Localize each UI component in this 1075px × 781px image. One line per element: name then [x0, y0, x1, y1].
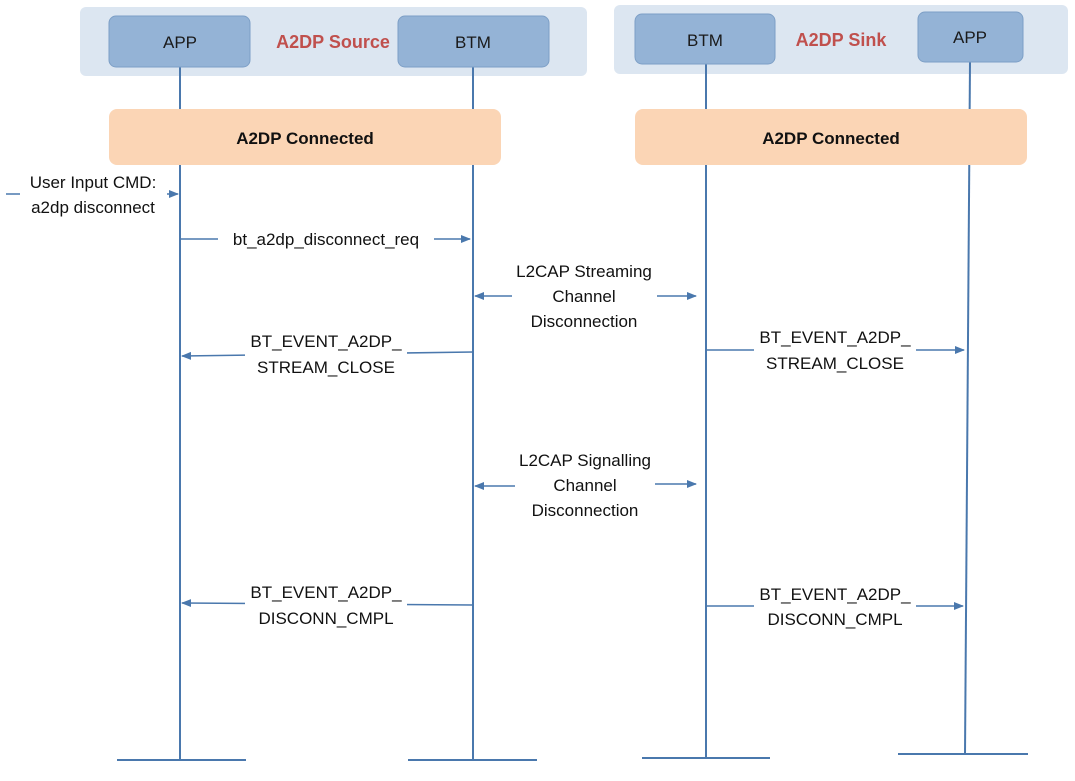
user-input-label-bg — [20, 171, 167, 217]
sink-disconn-cmpl-label-bg — [754, 582, 916, 628]
sink-disconn-cmpl-line1: BT_EVENT_A2DP_ — [759, 585, 911, 604]
sink-disconn-cmpl-line2: DISCONN_CMPL — [767, 610, 902, 629]
sink-app-lifeline — [964, 61, 971, 755]
sink-app-box — [917, 11, 1024, 63]
sink-stream-close-line1: BT_EVENT_A2DP_ — [759, 328, 911, 347]
l2cap-streaming-line2: Channel — [552, 287, 615, 306]
user-input-label-line1: User Input CMD: — [30, 173, 157, 192]
source-disconn-cmpl-line1: BT_EVENT_A2DP_ — [250, 583, 402, 602]
source-stream-close-line1: BT_EVENT_A2DP_ — [250, 332, 402, 351]
sink-stream-close-label-bg — [754, 326, 916, 372]
l2cap-streaming-line3: Disconnection — [531, 312, 638, 331]
source-app-label: APP — [163, 33, 197, 52]
l2cap-signalling-line1: L2CAP Signalling — [519, 451, 651, 470]
source-stream-close-label-bg — [245, 330, 407, 376]
disconnect-req-label-bg — [218, 229, 434, 249]
source-disconn-cmpl-label-bg — [245, 580, 407, 626]
source-stream-close-line2: STREAM_CLOSE — [257, 358, 395, 377]
sink-role-label: A2DP Sink — [796, 30, 888, 50]
source-btm-box — [397, 15, 550, 68]
source-state-label: A2DP Connected — [236, 129, 374, 148]
l2cap-streaming-line1: L2CAP Streaming — [516, 262, 652, 281]
disconnect-req-label: bt_a2dp_disconnect_req — [233, 230, 419, 249]
sink-btm-label: BTM — [687, 31, 723, 50]
sink-btm-box — [634, 13, 776, 65]
source-app-box — [108, 15, 251, 68]
l2cap-signalling-line3: Disconnection — [532, 501, 639, 520]
source-disconn-cmpl-line2: DISCONN_CMPL — [258, 609, 393, 628]
l2cap-signalling-line2: Channel — [553, 476, 616, 495]
sink-stream-close-line2: STREAM_CLOSE — [766, 354, 904, 373]
sink-state-box — [635, 109, 1027, 165]
source-btm-label: BTM — [455, 33, 491, 52]
source-state-box — [109, 109, 501, 165]
sink-app-label: APP — [953, 28, 987, 47]
source-role-label: A2DP Source — [276, 32, 390, 52]
sink-state-label: A2DP Connected — [762, 129, 900, 148]
user-input-label-line2: a2dp disconnect — [31, 198, 155, 217]
